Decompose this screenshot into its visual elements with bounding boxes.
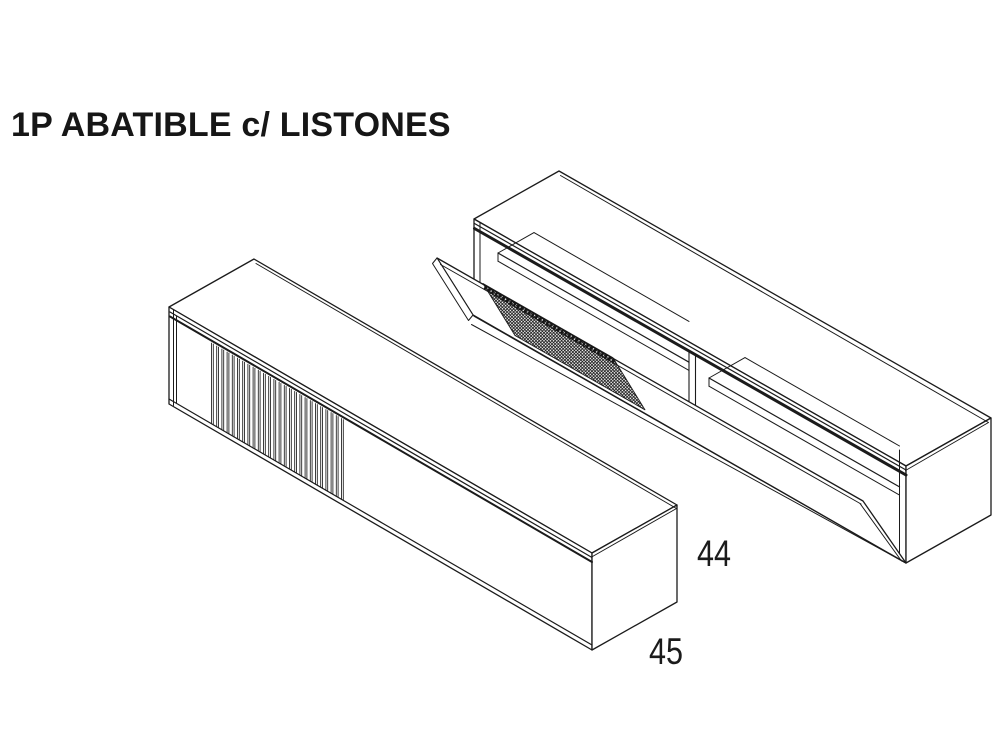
right-shelf-left-edge (708, 357, 746, 387)
door-outer-face-edge (471, 324, 905, 563)
right-shelf-front-edge (708, 377, 901, 488)
left-shelf (497, 232, 690, 371)
page-title: 1P ABATIBLE c/ LISTONES (11, 106, 451, 144)
open-back-edge-inner-line (560, 175, 989, 471)
door-slat-hatch-panel (482, 283, 646, 411)
open-flap-door (432, 257, 907, 564)
right-shelf-thickness-edge (708, 385, 900, 496)
left-shelf-left-edge (497, 232, 535, 262)
closed-cabinet-view (168, 258, 678, 651)
door-left-end-sliver (432, 257, 474, 321)
slat-lines (211, 342, 344, 501)
left-shelf-back-edge (533, 232, 690, 322)
closed-top-gap-line (169, 311, 593, 559)
door-right-edge-inner-line (859, 503, 902, 562)
height-dimension-label: 44 (697, 533, 731, 574)
left-shelf-front-edge (497, 252, 690, 363)
left-shelf-thickness-edge (497, 260, 690, 371)
right-shelf-back-edge (744, 357, 900, 447)
open-top-panel-thick-line (473, 227, 908, 477)
right-shelf (708, 357, 901, 496)
closed-back-edge-inner-line (255, 263, 677, 557)
depth-dimension-label: 45 (649, 631, 683, 672)
center-divider-front-edge (688, 350, 697, 407)
open-end-face (905, 417, 992, 564)
open-cabinet-view (432, 170, 992, 564)
open-top-panel-edge-line (473, 222, 907, 471)
closed-end-face (591, 504, 678, 651)
closed-top-gap-thick-line (169, 315, 593, 563)
